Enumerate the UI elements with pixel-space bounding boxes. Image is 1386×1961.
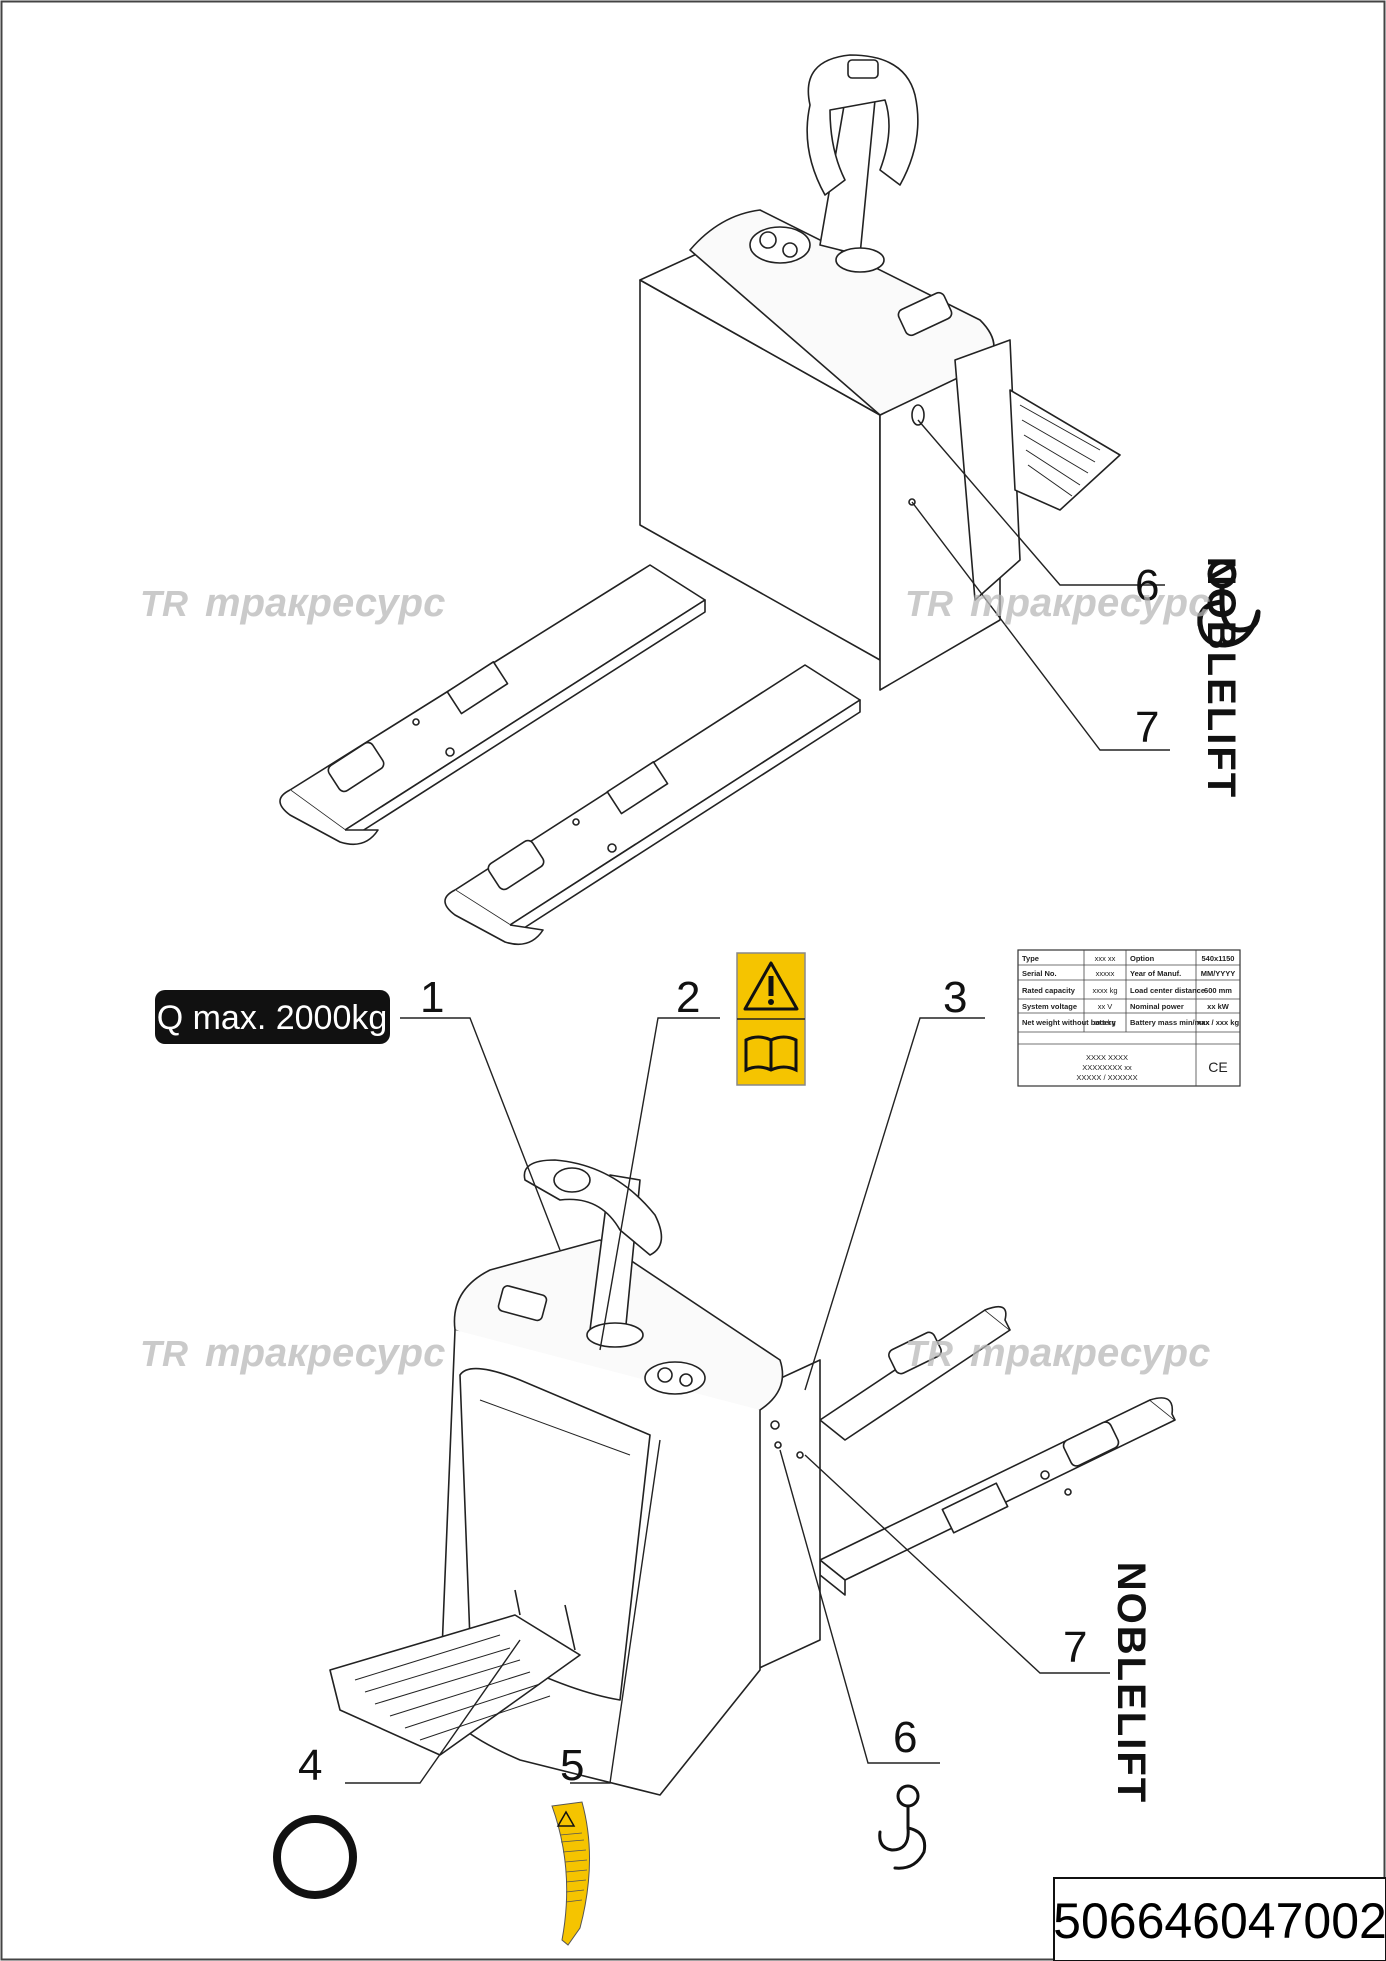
- manual-book-icon: [744, 1035, 798, 1073]
- callout-6-bottom: 6: [893, 1713, 917, 1762]
- ce-mark: CE: [1208, 1059, 1227, 1075]
- callout-1: 1: [420, 973, 444, 1022]
- watermark-logo: TR: [140, 583, 188, 624]
- plate-footer-1: XXXX XXXX: [1086, 1053, 1128, 1062]
- plate-r0-c3: 540x1150: [1202, 954, 1235, 963]
- plate-r3-c3: xx kW: [1207, 1002, 1230, 1011]
- callout-7-top: 7: [1135, 703, 1159, 752]
- watermark-logo: TR: [905, 1333, 953, 1374]
- leader-lines-bottom: [345, 1017, 1110, 1784]
- capacity-label: Q max. 2000kg: [155, 990, 390, 1044]
- plate-r2-c3: 600 mm: [1204, 986, 1232, 995]
- plate-r3-c0: System voltage: [1022, 1002, 1077, 1011]
- callout-3: 3: [943, 973, 967, 1022]
- plate-footer-3: XXXXX / XXXXXX: [1076, 1073, 1137, 1082]
- plate-r4-c0: Net weight without battery: [1022, 1018, 1117, 1027]
- watermark-4: TR тракресурс: [905, 1331, 1210, 1375]
- lifting-hook-icon-bottom: [878, 1784, 927, 1870]
- watermark-2: TR тракресурс: [905, 581, 1210, 625]
- plate-r2-c0: Rated capacity: [1022, 986, 1076, 995]
- plate-r1-c3: MM/YYYY: [1201, 969, 1236, 978]
- watermark-1: TR тракресурс: [140, 581, 445, 625]
- watermark-logo: TR: [905, 583, 953, 624]
- watermark-text: тракресурс: [970, 581, 1210, 625]
- callout-5: 5: [560, 1741, 584, 1790]
- watermark-3: TR тракресурс: [140, 1331, 445, 1375]
- plate-r2-c2: Load center distance: [1130, 986, 1205, 995]
- plate-r4-c2: Battery mass min/max: [1130, 1018, 1210, 1027]
- plate-r1-c1: xxxxx: [1096, 969, 1115, 978]
- callout-2: 2: [676, 973, 700, 1022]
- watermark-text: тракресурс: [205, 581, 445, 625]
- plate-r2-c1: xxxx kg: [1092, 986, 1117, 995]
- part-number-box: 506646047002: [1053, 1877, 1386, 1961]
- lifting-hook-icon: [1197, 559, 1261, 648]
- brand-logo-bottom: NOBLELIFT: [1109, 1562, 1153, 1804]
- watermark-logo: TR: [140, 1333, 188, 1374]
- nameplate: Type xxx xx Option 540x1150 Serial No. x…: [1017, 949, 1241, 1087]
- plate-r4-c1: xxx kg: [1094, 1018, 1115, 1027]
- truck-top-view: [279, 54, 1121, 946]
- watermark-text: тракресурс: [970, 1331, 1210, 1375]
- brand-logo-top: NOBLELIFT: [1199, 557, 1243, 799]
- capacity-text: Q max. 2000kg: [157, 999, 388, 1037]
- warning-triangle-icon: [743, 961, 799, 1011]
- plate-r0-c1: xxx xx: [1095, 954, 1116, 963]
- callout-7-bottom: 7: [1063, 1623, 1087, 1672]
- warning-manual-sticker: [736, 952, 806, 1086]
- plate-r4-c3: xxx / xxx kg: [1197, 1018, 1240, 1027]
- callout-6-top: 6: [1135, 561, 1159, 610]
- plate-r1-c0: Serial No.: [1022, 969, 1057, 978]
- part-number: 506646047002: [1053, 1893, 1386, 1949]
- warning-label-icon: [551, 1801, 590, 1946]
- plate-r0-c2: Option: [1130, 954, 1155, 963]
- ring-icon: [273, 1815, 357, 1899]
- plate-footer-2: XXXXXXXX xx: [1082, 1063, 1132, 1072]
- watermark-text: тракресурс: [205, 1331, 445, 1375]
- plate-r1-c2: Year of Manuf.: [1130, 969, 1181, 978]
- truck-bottom-view: [329, 1159, 1176, 1796]
- plate-r3-c1: xx V: [1098, 1002, 1113, 1011]
- leader-lines-top: [911, 419, 1170, 751]
- callout-4: 4: [298, 1741, 322, 1790]
- plate-r0-c0: Type: [1022, 954, 1039, 963]
- plate-r3-c2: Nominal power: [1130, 1002, 1184, 1011]
